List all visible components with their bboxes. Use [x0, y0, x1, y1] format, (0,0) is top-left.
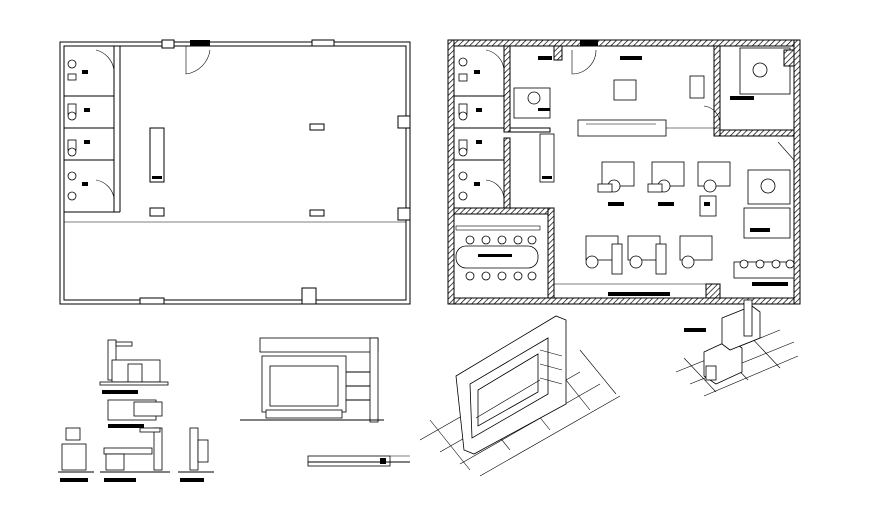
furnished-floor-plan [447, 39, 801, 305]
column [311, 39, 335, 47]
column [397, 207, 411, 221]
column [139, 297, 165, 305]
column [149, 207, 165, 217]
inner-wall-line [63, 45, 407, 301]
reception-wall-isometric [419, 315, 621, 477]
wall-marker [190, 40, 210, 46]
column [397, 115, 411, 129]
desk-elevations [58, 339, 214, 482]
workstations-row-2 [585, 235, 713, 296]
toilets [458, 57, 482, 201]
door-swing [185, 46, 211, 75]
column [301, 287, 317, 305]
toilets [67, 59, 90, 201]
ceiling-marker [309, 209, 325, 217]
workstation-isometric [675, 299, 799, 397]
counter [149, 127, 165, 183]
reception-bench [577, 119, 667, 137]
outer-wall [59, 41, 411, 305]
ceiling-marker [309, 123, 325, 131]
workstations-row-1 [597, 161, 731, 217]
conference-room [455, 225, 541, 281]
column [161, 39, 175, 49]
reception-wall-elevation [240, 337, 410, 467]
bare-floor-plan [59, 39, 411, 305]
